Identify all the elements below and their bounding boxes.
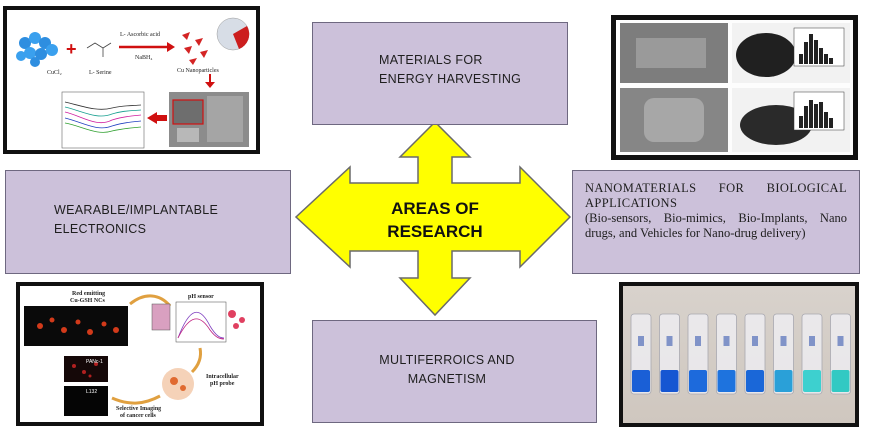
box-wearable-line1: WEARABLE/IMPLANTABLE bbox=[54, 203, 219, 217]
serine-structure-icon bbox=[86, 42, 112, 57]
figure-cu-synthesis: CuCl₂ + L- Serine L- Ascorbic acid NaBH₄… bbox=[3, 6, 260, 154]
center-title-line1: AREAS OF bbox=[391, 199, 479, 218]
selective-line1: Selective Imaging bbox=[116, 406, 161, 412]
vial-6 bbox=[773, 313, 794, 395]
cell2-label: L132 bbox=[86, 389, 97, 395]
figure-vials-photo bbox=[619, 282, 859, 427]
box-biological-applications: NANOMATERIALS FOR BIOLOGICAL APPLICATION… bbox=[572, 170, 860, 274]
center-title-line2: RESEARCH bbox=[387, 222, 483, 241]
box-multiferroics: MULTIFERROICS AND MAGNETISM bbox=[312, 320, 597, 423]
box-wearable-electronics: WEARABLE/IMPLANTABLE ELECTRONICS bbox=[5, 170, 291, 274]
ph-sensor-label: pH sensor bbox=[188, 294, 214, 300]
figure-tem-images bbox=[611, 15, 858, 160]
vial-4 bbox=[716, 313, 737, 395]
svg-text:+: + bbox=[66, 39, 77, 59]
vials-row bbox=[630, 313, 851, 395]
box-energy-line2: ENERGY HARVESTING bbox=[379, 72, 522, 86]
box-wearable-line2: ELECTRONICS bbox=[54, 222, 147, 236]
box-energy-harvesting: MATERIALS FOR ENERGY HARVESTING bbox=[312, 22, 568, 125]
cucl2-molecule-icon bbox=[16, 32, 58, 67]
nc-label-line2: Cu-GSH NCs bbox=[70, 298, 106, 304]
cucl2-label: CuCl₂ bbox=[47, 70, 62, 76]
synthesis-scheme: CuCl₂ + L- Serine L- Ascorbic acid NaBH₄… bbox=[16, 17, 250, 149]
box-bio-desc: (Bio-sensors, Bio-mimics, Bio-Implants, … bbox=[585, 211, 847, 240]
box-multiferroics-line1: MULTIFERROICS AND bbox=[379, 353, 515, 367]
box-energy-line1: MATERIALS FOR bbox=[379, 53, 483, 67]
serine-label: L- Serine bbox=[89, 70, 112, 76]
center-title: AREAS OF RESEARCH bbox=[350, 197, 520, 243]
vial-2 bbox=[659, 313, 680, 395]
nc-scheme: Red emitting Cu-GSH NCs pH sensor Intrac… bbox=[24, 291, 245, 419]
box-multiferroics-line2: MAGNETISM bbox=[407, 372, 487, 386]
figure-cu-gsh-ncs: Red emitting Cu-GSH NCs pH sensor Intrac… bbox=[16, 282, 264, 426]
cell1-label: PANc-1 bbox=[86, 359, 103, 365]
vial-3 bbox=[687, 313, 709, 395]
tem-collage bbox=[620, 23, 850, 152]
four-way-arrow-shape bbox=[294, 120, 572, 317]
cu-np-label: Cu Nanoparticles bbox=[177, 68, 219, 74]
selective-line2: of cancer cells bbox=[120, 413, 157, 419]
intracellular-line2: pH probe bbox=[210, 381, 235, 387]
vial-7 bbox=[801, 313, 823, 395]
nanoparticle-icon bbox=[182, 32, 208, 65]
nabh4-label: NaBH₄ bbox=[135, 55, 152, 61]
nc-label-line1: Red emitting bbox=[72, 291, 105, 297]
box-bio-title: NANOMATERIALS FOR BIOLOGICAL APPLICATION… bbox=[585, 181, 847, 210]
vial-5 bbox=[744, 313, 766, 395]
intracellular-line1: Intracellular bbox=[206, 374, 239, 380]
vial-1 bbox=[630, 313, 652, 395]
vial-8 bbox=[830, 313, 851, 395]
ascorbic-label: L- Ascorbic acid bbox=[120, 32, 160, 38]
